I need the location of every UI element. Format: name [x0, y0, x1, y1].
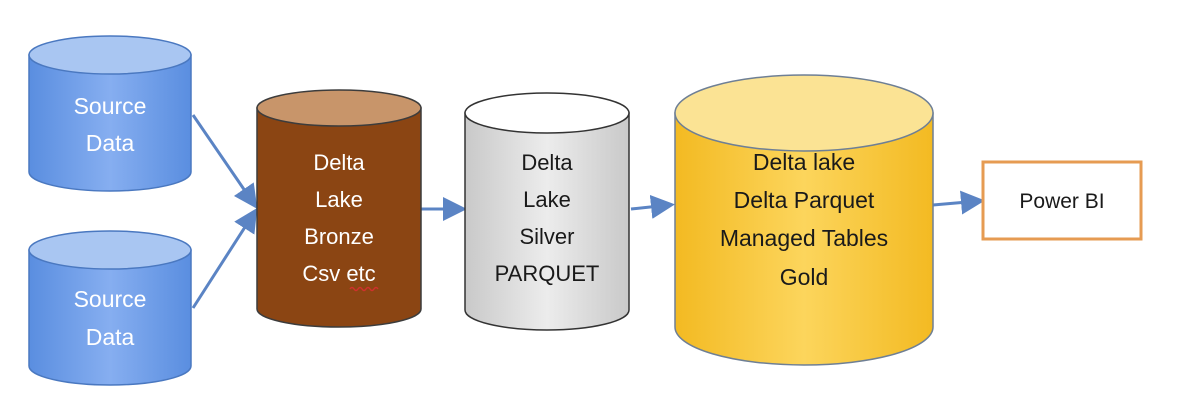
arrow-silver-to-gold: [630, 194, 675, 219]
arrow-source1-to-bronze: [191, 114, 258, 209]
arrow-source2-to-bronze: [191, 207, 258, 309]
source1-line-1: Source: [74, 93, 147, 119]
bronze-line-4: Csv etc: [302, 261, 375, 286]
bronze-cylinder: Delta Lake Bronze Csv etc: [256, 89, 422, 328]
power-bi-box: Power BI: [981, 160, 1143, 241]
gold-line-2: Delta Parquet: [734, 187, 875, 213]
gold-line-3: Managed Tables: [720, 225, 888, 251]
gold-line-4: Gold: [780, 264, 829, 290]
silver-line-2: Lake: [523, 187, 571, 212]
spellcheck-underline: [349, 286, 379, 292]
silver-line-1: Delta: [521, 150, 573, 175]
source-data-cylinder-1: Source Data: [28, 35, 192, 192]
source2-line-1: Source: [74, 286, 147, 312]
source-data-cylinder-2: Source Data: [28, 230, 192, 386]
gold-cylinder: Delta lake Delta Parquet Managed Tables …: [674, 74, 934, 366]
bronze-line-2: Lake: [315, 187, 363, 212]
gold-line-1: Delta lake: [753, 149, 855, 175]
source1-line-2: Data: [86, 130, 135, 156]
silver-line-4: PARQUET: [495, 261, 600, 286]
silver-cylinder: Delta Lake Silver PARQUET: [464, 92, 630, 331]
source2-line-2: Data: [86, 324, 135, 350]
bronze-line-1: Delta: [313, 150, 365, 175]
arrows: [191, 114, 985, 309]
bronze-line-3: Bronze: [304, 224, 374, 249]
silver-line-3: Silver: [519, 224, 574, 249]
arrow-gold-to-powerbi: [932, 190, 985, 215]
power-bi-label: Power BI: [1019, 190, 1104, 213]
